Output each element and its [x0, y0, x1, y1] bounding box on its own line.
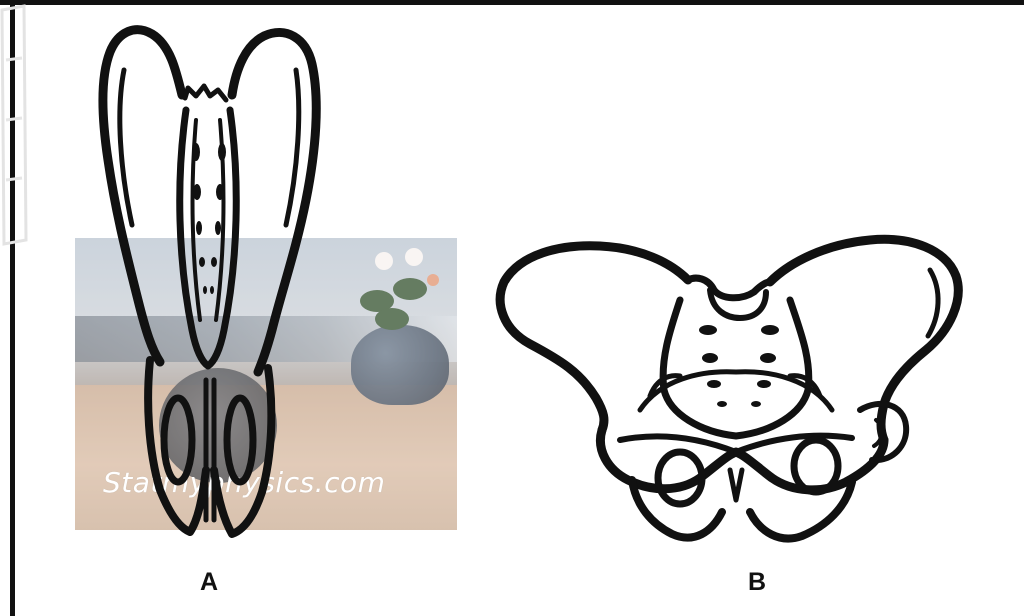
panel-label-a: A	[200, 568, 218, 597]
panel-label-b: B	[748, 568, 766, 597]
pelvis-wide-icon	[500, 239, 958, 538]
pelvis-narrow-icon	[103, 30, 316, 534]
